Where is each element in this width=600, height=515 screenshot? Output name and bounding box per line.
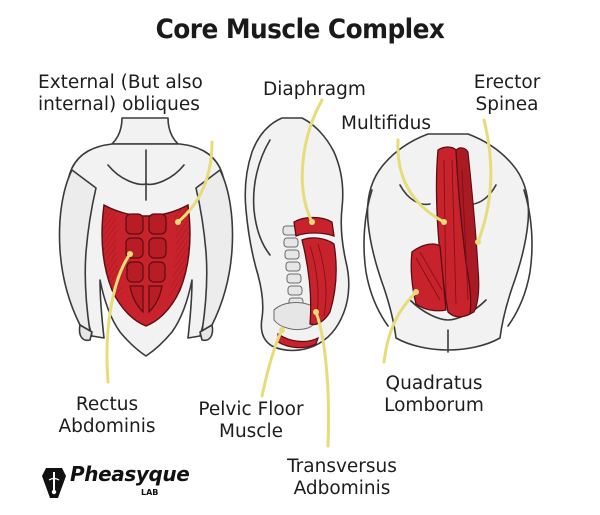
erector-leader-line	[476, 118, 493, 244]
pelvic-floor-muscle	[277, 332, 320, 349]
pheasyque-logo-icon	[42, 468, 66, 498]
brand-name: Pheasyque	[70, 462, 190, 486]
label-diaphragm: Diaphragm	[263, 79, 366, 100]
quadratus-lumborum-muscle	[410, 243, 447, 312]
label-pelvic-floor: Pelvic Floor Muscle	[198, 399, 304, 442]
label-multifidus: Multifidus	[341, 113, 431, 134]
obliques-leader-line	[176, 140, 214, 224]
rectus-abdominis-muscle	[101, 203, 191, 327]
rectus-leader-line	[105, 252, 132, 384]
label-transversus: Transversus Adbominis	[287, 456, 397, 499]
diaphragm-leader-line	[300, 98, 324, 224]
label-rectus-abdominis: Rectus Abdominis	[58, 394, 156, 437]
erector-spinae-multifidus-muscle	[435, 146, 480, 318]
label-obliques: External (But also internal) obliques	[38, 72, 203, 115]
diaphragm-transversus-muscle	[293, 216, 337, 326]
brand-sub: LAB	[141, 488, 159, 497]
quadratus-leader-line	[382, 290, 418, 364]
label-erector-spinea: Erector Spinea	[473, 72, 541, 115]
label-quadratus-lumborum: Quadratus Lomborum	[384, 373, 484, 416]
diagram-title: Core Muscle Complex	[155, 14, 445, 45]
multifidus-leader-line	[396, 138, 446, 224]
pelvic-leader-line	[260, 328, 284, 398]
transversus-leader-line	[314, 310, 330, 448]
